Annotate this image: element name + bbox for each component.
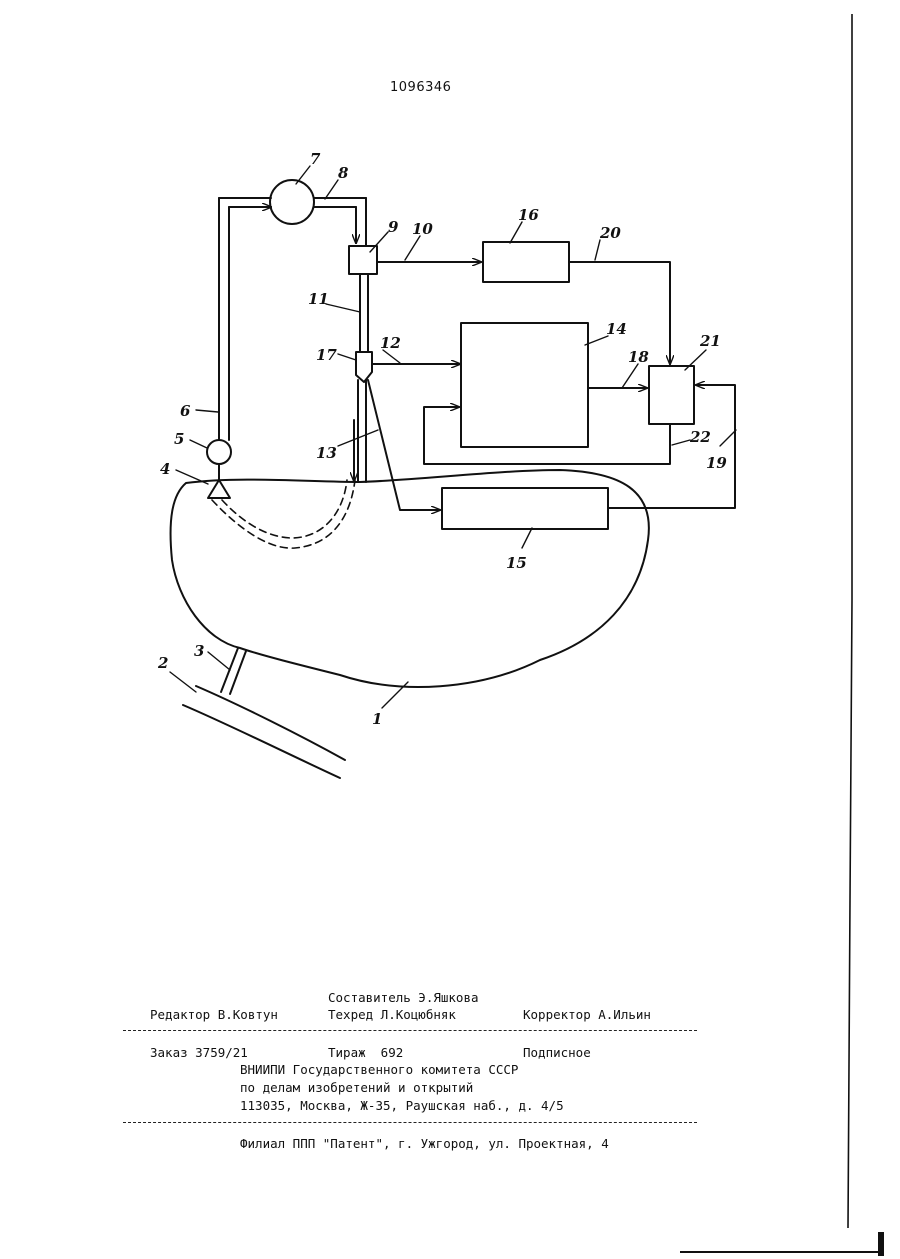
org-line-1: ВНИИПИ Государственного комитета СССР — [240, 1062, 518, 1078]
leader-15 — [522, 528, 532, 548]
label-18: 18 — [628, 348, 649, 366]
leader-3 — [208, 652, 230, 670]
label-20: 20 — [599, 224, 621, 242]
label-7: 7 — [310, 150, 321, 168]
sensor-17 — [356, 352, 372, 382]
block-21 — [649, 366, 694, 424]
line-20 — [569, 262, 670, 364]
leader-7 — [296, 166, 310, 184]
label-17: 17 — [316, 346, 337, 364]
leader-5 — [190, 440, 207, 448]
leader-11 — [326, 304, 360, 312]
label-14: 14 — [606, 320, 627, 338]
leader-19 — [720, 430, 736, 446]
label-4: 4 — [160, 460, 170, 478]
leader-9 — [370, 232, 388, 252]
leader-16 — [510, 222, 522, 243]
block-14 — [461, 323, 588, 447]
scan-artifact-line — [680, 1251, 880, 1253]
label-11: 11 — [308, 290, 329, 308]
label-10: 10 — [412, 220, 433, 238]
label-15: 15 — [506, 554, 527, 572]
branch-line: Филиал ППП "Патент", г. Ужгород, ул. Про… — [240, 1136, 609, 1152]
label-12: 12 — [380, 334, 401, 352]
label-2: 2 — [157, 654, 168, 672]
corrector-line: Корректор А.Ильин — [523, 1007, 651, 1023]
subscription-line: Подписное — [523, 1045, 591, 1061]
label-6: 6 — [180, 402, 191, 420]
label-1: 1 — [372, 710, 382, 728]
divider-top — [123, 1030, 697, 1031]
probe-4-triangle — [208, 480, 230, 498]
leader-18 — [622, 364, 638, 388]
pipe-3-right — [230, 651, 246, 694]
leader-20 — [595, 240, 600, 260]
techeditor-line: Техред Л.Коцюбняк — [328, 1007, 456, 1023]
label-3: 3 — [194, 642, 204, 660]
ground-line-top — [196, 686, 345, 760]
editor-line: Редактор В.Ковтун — [150, 1007, 278, 1023]
margin-scan-line — [848, 14, 852, 1228]
label-22: 22 — [689, 428, 711, 446]
leader-21 — [685, 350, 706, 370]
scan-artifact-mark — [878, 1232, 884, 1256]
label-16: 16 — [518, 206, 539, 224]
label-13: 13 — [316, 444, 337, 462]
pump-7 — [270, 180, 314, 224]
line-13 — [368, 380, 440, 510]
leader-2 — [170, 672, 196, 692]
compiler-line: Составитель Э.Яшкова — [328, 990, 479, 1006]
label-21: 21 — [699, 332, 721, 350]
leader-10 — [405, 236, 420, 260]
divider-bottom — [123, 1122, 697, 1123]
leader-6 — [196, 410, 218, 412]
leader-17 — [338, 354, 356, 360]
label-8: 8 — [338, 164, 349, 182]
org-line-3: 113035, Москва, Ж-35, Раушская наб., д. … — [240, 1098, 564, 1114]
leader-22 — [672, 440, 690, 445]
block-16 — [483, 242, 569, 282]
label-9: 9 — [388, 218, 399, 236]
dashed-channel-b — [222, 480, 347, 538]
reservoir-body-1 — [171, 470, 649, 687]
circulation-line: Тираж 692 — [328, 1045, 403, 1061]
label-5: 5 — [174, 430, 184, 448]
line-19 — [608, 385, 735, 508]
block-15 — [442, 488, 608, 529]
sensor-5 — [207, 440, 231, 464]
sensor-box-9 — [349, 246, 377, 274]
leader-8 — [325, 180, 338, 199]
org-line-2: по делам изобретений и открытий — [240, 1080, 473, 1096]
label-19: 19 — [706, 454, 727, 472]
order-line: Заказ 3759/21 — [150, 1045, 248, 1061]
